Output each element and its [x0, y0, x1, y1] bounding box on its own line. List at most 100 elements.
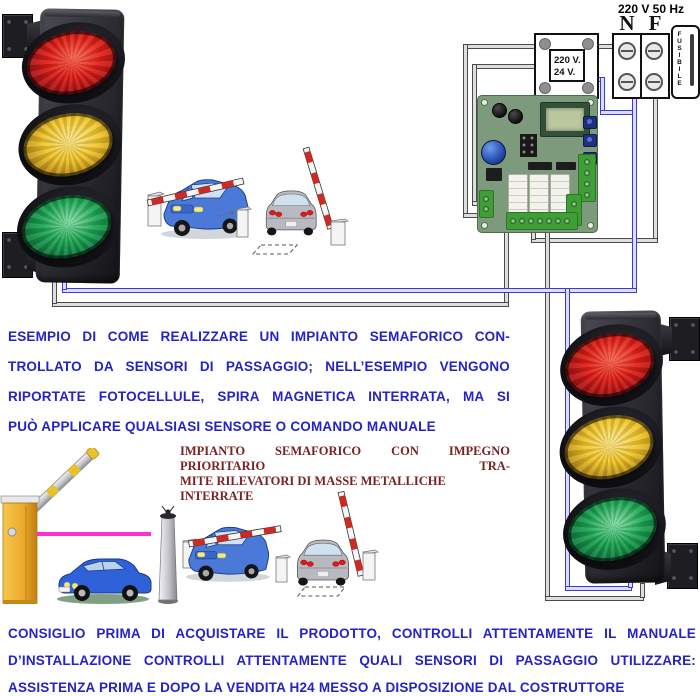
phase-terminal-label: F — [648, 11, 662, 35]
relay — [529, 174, 549, 223]
terminal-screw — [584, 159, 590, 165]
ic-chip — [556, 162, 576, 170]
description-bottom: CONSIGLIO PRIMA DI ACQUISTARE IL PRODOTT… — [8, 620, 696, 696]
terminal-screw — [483, 206, 489, 212]
capacitor-electrolytic — [492, 103, 507, 118]
mains-voltage-label: 220 V 50 Hz — [617, 2, 685, 16]
terminal-screw — [618, 73, 636, 91]
terminal-screw — [528, 218, 534, 224]
terminal-screw — [645, 42, 663, 60]
text-line: ASSISTENZA PRIMA E DOPO LA VENDITA H24 M… — [8, 680, 625, 695]
traffic-light-left — [0, 4, 165, 289]
description-top: ESEMPIO DI COME REALIZZARE UN IMPIANTO S… — [8, 322, 510, 442]
wire-board-to-left-light — [52, 302, 509, 307]
program-button — [583, 116, 597, 129]
terminal-strip-bottom — [506, 212, 578, 230]
program-button — [583, 134, 597, 147]
photocell-column — [158, 505, 178, 604]
gate-cabinet — [0, 495, 40, 604]
terminal-screw — [510, 218, 516, 224]
terminal-screw — [571, 201, 577, 207]
terminal-screw — [645, 73, 663, 91]
lcd-screen — [546, 108, 584, 131]
bollard-post — [362, 549, 379, 581]
bollard-post — [275, 554, 291, 583]
relay — [508, 174, 528, 223]
wire-24v-blue — [600, 77, 605, 114]
text-line: RIPORTATE FOTOCELLULE, SPIRA MAGNETICA I… — [8, 389, 510, 404]
terminal-block-power-in — [479, 190, 494, 218]
terminal-block-outputs — [578, 154, 596, 202]
wall-mount-plate — [667, 543, 698, 589]
text-line: CONSIGLIO PRIMA DI ACQUISTARE IL PRODOTT… — [8, 626, 696, 641]
dashed-arrow — [217, 210, 235, 217]
terminal-screw — [555, 218, 561, 224]
traffic-light-right — [550, 305, 700, 590]
traffic-light-housing — [550, 310, 675, 584]
barrier-arm-raised — [302, 146, 334, 230]
traffic-light-housing — [9, 8, 133, 284]
car-blue-side — [57, 558, 152, 604]
scene-barrier-upper — [146, 146, 349, 255]
capacitor-blue — [481, 140, 506, 165]
barrier-arm-lowered — [146, 177, 245, 207]
terminal-screw — [483, 196, 489, 202]
mount-hole — [582, 82, 594, 94]
scene-barrier-lower — [0, 448, 379, 604]
transformer-ratings: 220 V. 24 V. — [549, 49, 585, 82]
wire-transformer-primary-b — [472, 64, 536, 69]
wire-board-to-right-light — [545, 596, 644, 601]
wire-board-to-right-light — [640, 583, 645, 598]
transformer-secondary-label: 24 V. — [554, 67, 576, 78]
text-line: ESEMPIO DI COME REALIZZARE UN IMPIANTO S… — [8, 329, 510, 344]
caption-priority-system: IMPIANTO SEMAFORICO CON IMPEGNO PRIORITA… — [180, 444, 510, 504]
bollard-post — [330, 218, 349, 246]
mount-hole — [539, 82, 551, 94]
bollard-post — [236, 206, 252, 238]
pcb-hole — [481, 99, 488, 106]
terminal-screw — [564, 218, 570, 224]
barrier-arm-lowered — [188, 525, 282, 548]
terminal-screw — [618, 42, 636, 60]
wire-board-to-left-light — [504, 230, 509, 306]
car-blue-front — [185, 526, 270, 582]
wire-blue-right-light — [565, 586, 632, 591]
fuse-cartridge — [690, 34, 694, 86]
text-line: TROLLATO DA SENSORI DI PASSAGGIO; NELL’E… — [8, 359, 510, 374]
text-line: MITE RILEVATORI DI MASSE METALLICHE INTE… — [180, 474, 446, 503]
car-gray-rear — [265, 190, 317, 236]
barrier-arm-raised — [337, 490, 365, 577]
pcb-hole — [587, 222, 594, 229]
photocell-beam — [37, 532, 151, 536]
wire-board-to-right-light — [545, 230, 550, 600]
pcb-hole — [481, 222, 488, 229]
wire-phase-down — [653, 95, 658, 242]
terminal-divider — [640, 35, 642, 97]
wire-phase-to-board — [531, 238, 658, 243]
wire-blue-main-run — [62, 288, 637, 293]
magnetic-loop — [296, 586, 347, 597]
fuse-label: FUSIBILE — [676, 31, 683, 87]
wire-transformer-primary-a — [463, 44, 536, 49]
ic-chip — [486, 168, 502, 181]
neutral-terminal-label: N — [619, 11, 635, 35]
mount-hole — [582, 38, 594, 50]
terminal-screw — [584, 192, 590, 198]
transformer-220v-24v: 220 V. 24 V. — [534, 33, 599, 99]
terminal-screw — [584, 170, 590, 176]
car-gray-rear — [297, 539, 350, 586]
mount-hole — [539, 38, 551, 50]
text-line: D’INSTALLAZIONE CONTROLLI ATTENTAMENTE Q… — [8, 653, 696, 668]
magnetic-loop — [251, 244, 299, 255]
terminal-screw — [546, 218, 552, 224]
capacitor-electrolytic — [508, 109, 523, 124]
mains-terminal-block — [612, 33, 670, 99]
text-line: PUÒ APPLICARE QUALSIASI SENSORE O COMAND… — [8, 419, 436, 434]
fuse-holder: FUSIBILE — [671, 25, 700, 99]
terminal-screw — [584, 181, 590, 187]
control-board — [477, 95, 598, 233]
pin-header — [520, 134, 537, 157]
terminal-screw — [519, 218, 525, 224]
wire-24v-blue — [600, 110, 636, 115]
